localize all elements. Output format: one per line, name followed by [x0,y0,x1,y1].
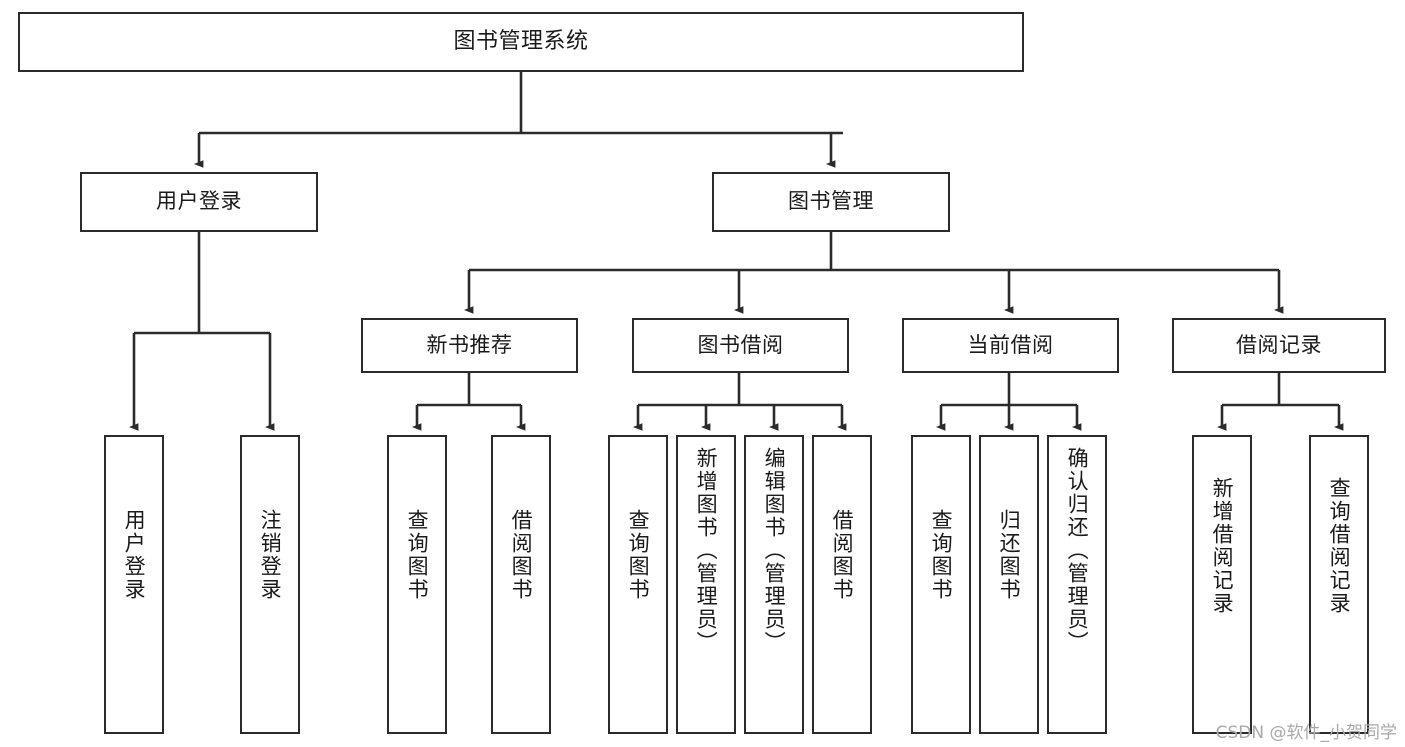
node-label: 查询图书 [405,509,430,601]
node-label: 新增图书（管理员） [694,447,719,654]
leaf-query-book[interactable]: 查询图书 [608,435,668,734]
node-book-borrow[interactable]: 图书借阅 [632,318,849,373]
node-label: 新书推荐 [426,332,513,357]
node-book-management[interactable]: 图书管理 [712,172,950,232]
node-root-system[interactable]: 图书管理系统 [18,12,1024,72]
leaf-add-borrow-record[interactable]: 新增借阅记录 [1192,435,1252,734]
node-label: 当前借阅 [967,332,1054,357]
leaf-edit-book-admin[interactable]: 编辑图书（管理员） [744,435,804,734]
node-label: 借阅记录 [1236,332,1322,357]
watermark-text: CSDN @软件_小贺同学 [1215,723,1397,743]
leaf-query-borrow-record[interactable]: 查询借阅记录 [1309,435,1369,734]
node-label: 图书管理系统 [453,29,589,55]
node-label: 新增借阅记录 [1210,477,1235,615]
leaf-query-book-recommend[interactable]: 查询图书 [387,435,447,734]
node-new-book-recommend[interactable]: 新书推荐 [361,318,578,373]
node-label: 借阅图书 [830,509,855,601]
leaf-return-book[interactable]: 归还图书 [979,435,1039,734]
leaf-borrow-book[interactable]: 借阅图书 [812,435,872,734]
node-label: 注销登录 [258,509,283,601]
leaf-logout[interactable]: 注销登录 [240,435,300,734]
leaf-add-book-admin[interactable]: 新增图书（管理员） [676,435,736,734]
node-label: 图书管理 [788,189,874,214]
node-user-login[interactable]: 用户登录 [80,172,318,232]
leaf-query-book-current[interactable]: 查询图书 [911,435,971,734]
node-label: 查询图书 [626,509,651,601]
node-label: 图书借阅 [697,332,784,357]
node-label: 查询图书 [929,509,954,601]
node-label: 编辑图书（管理员） [762,447,787,654]
node-current-borrow[interactable]: 当前借阅 [902,318,1119,373]
node-label: 借阅图书 [509,509,534,601]
node-label: 确认归还（管理员） [1065,447,1090,654]
node-label: 查询借阅记录 [1327,477,1352,615]
node-borrow-record[interactable]: 借阅记录 [1172,318,1386,373]
node-label: 用户登录 [156,189,242,214]
node-label: 用户登录 [122,509,147,601]
leaf-borrow-book-recommend[interactable]: 借阅图书 [491,435,551,734]
leaf-confirm-return-admin[interactable]: 确认归还（管理员） [1047,435,1107,734]
node-label: 归还图书 [997,509,1022,601]
leaf-user-login[interactable]: 用户登录 [104,435,164,734]
